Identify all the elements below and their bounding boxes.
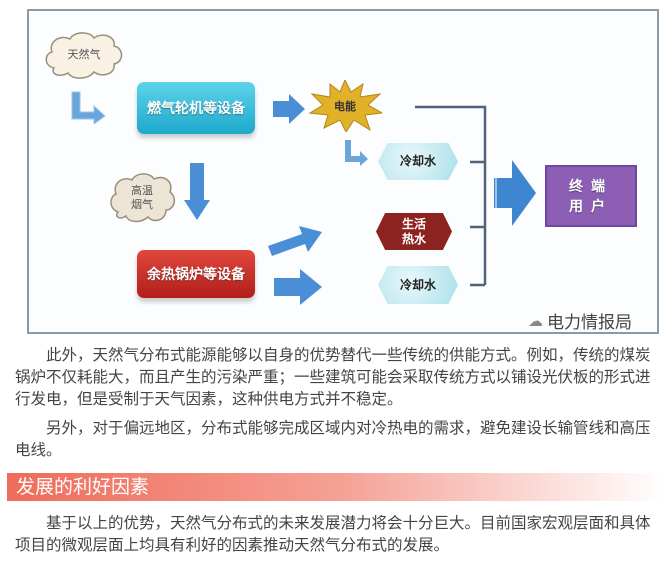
electricity-burst: 电能	[308, 80, 382, 132]
flue-gas-label: 高温烟气	[131, 184, 153, 212]
arrow-right-icon	[273, 94, 305, 124]
electricity-label: 电能	[334, 100, 356, 113]
paragraph-3: 基于以上的优势，天然气分布式的未来发展潜力将会十分巨大。目前国家宏观层面和具体项…	[15, 514, 651, 554]
cloud-flue-gas: 高温烟气	[108, 172, 176, 224]
waste-heat-boiler-box: 余热锅炉等设备	[137, 250, 255, 298]
watermark-text: 电力情报局	[547, 313, 632, 333]
hot-water-hex: 生活热水	[376, 213, 452, 250]
end-user-box: 终端用户	[545, 165, 637, 227]
hot-water-line2: 热水	[401, 231, 426, 246]
cooling-water-hex-2: 冷却水	[378, 266, 458, 304]
l-arrow-icon	[71, 91, 106, 124]
energy-flow-diagram: 天然气 燃气轮机等设备 电能 冷却水 高温烟气 余热锅炉等设备 生活热水 冷却水…	[27, 9, 659, 334]
flue-gas-line1: 高温	[131, 184, 153, 197]
hot-water-label: 生活热水	[402, 217, 426, 247]
arrow-down-icon	[184, 163, 210, 220]
arrow-right-icon	[274, 269, 322, 305]
end-user-line2: 用户	[569, 199, 613, 215]
gas-turbine-box: 燃气轮机等设备	[137, 82, 255, 134]
end-user-line1: 终端	[569, 179, 613, 195]
flue-gas-line2: 烟气	[131, 198, 153, 211]
hot-water-line1: 生活	[401, 216, 426, 231]
gas-turbine-label: 燃气轮机等设备	[147, 101, 245, 117]
cooling-water-hex-1: 冷却水	[378, 143, 458, 180]
cooling-water-label: 冷却水	[399, 154, 436, 168]
section-heading: 发展的利好因素	[7, 473, 666, 501]
big-arrow-icon	[494, 160, 536, 226]
waste-heat-boiler-label: 余热锅炉等设备	[147, 267, 245, 283]
wechat-icon: ☁	[528, 311, 543, 330]
cloud-natural-gas: 天然气	[42, 30, 126, 80]
cooling-water-label: 冷却水	[399, 277, 436, 292]
l-arrow-icon	[345, 140, 368, 166]
paragraph-1: 此外，天然气分布式能源能够以自身的优势替代一些传统的供能方式。例如，传统的煤炭锅…	[15, 346, 651, 408]
watermark: ☁ 电力情报局	[528, 308, 632, 334]
starburst-icon	[308, 80, 382, 132]
bracket-connector	[415, 105, 487, 287]
arrow-diagonal-icon	[268, 226, 322, 256]
paragraph-2: 另外，对于偏远地区，分布式能够完成区域内对冷热电的需求，避免建设长输管线和高压电…	[15, 419, 651, 459]
natural-gas-label: 天然气	[67, 48, 101, 61]
